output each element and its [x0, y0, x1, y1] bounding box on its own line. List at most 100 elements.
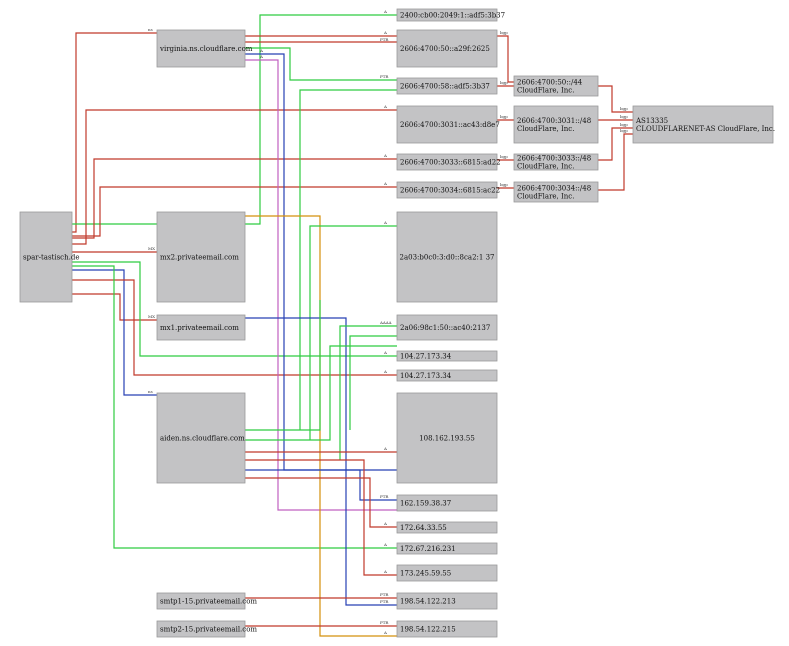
node-label: 108.162.193.55 — [419, 435, 475, 443]
edge-virginia-ipv6-2-a-label: A — [383, 30, 387, 35]
node-ipv4-1[interactable]: 104.27.173.34 — [396, 350, 498, 362]
node-spar[interactable]: spar-tastisch.de — [19, 211, 79, 303]
edge-pfx-3-as-label: bgp — [620, 122, 628, 127]
node-label: mx1.privateemail.com — [160, 324, 239, 332]
node-box — [396, 77, 498, 95]
edge-ipv6-2-pfx-1-label: bgp — [500, 30, 508, 35]
node-label: CLOUDFLARENET-AS CloudFlare, Inc. — [636, 125, 775, 133]
node-label: 2606:4700:3031::/48 — [517, 117, 591, 125]
edge-aiden-ipv4-5-label: A — [383, 521, 387, 526]
node-ipv6-5[interactable]: 2606:4700:3033::6815:ad22 — [396, 153, 501, 171]
edge-spar-ipv4-1 — [72, 261, 397, 357]
edge-virginia-ipv6-2b-label: A — [259, 48, 263, 53]
node-ipv4-8[interactable]: 198.54.122.213 — [396, 592, 498, 610]
edge-mx2-orange — [245, 215, 397, 637]
edge-spar-ipv4-6-label: A — [383, 542, 387, 547]
node-label: smtp1-15.privateemail.com — [160, 598, 257, 606]
node-box — [513, 181, 599, 203]
node-box — [632, 105, 774, 144]
node-ipv4-3[interactable]: 108.162.193.55 — [396, 392, 498, 484]
node-label: 2a06:98c1:50::ac40:2137 — [400, 324, 490, 332]
node-label: 2a03:b0c0:3:d0::8ca2:1 37 — [400, 254, 495, 262]
node-label: CloudFlare, Inc. — [517, 163, 574, 171]
node-ipv4-7[interactable]: 173.245.59.55 — [396, 564, 498, 582]
node-box — [156, 592, 246, 610]
edge-spar-mx1 — [72, 293, 157, 321]
node-ipv6-6[interactable]: 2606:4700:3034::6815:ac22 — [396, 181, 500, 199]
edge-spar-mx1-label: MX — [148, 314, 155, 319]
edge-ipv6-4-pfx-2-label: bgp — [500, 114, 508, 119]
node-label: 172.67.216.231 — [400, 545, 456, 553]
edge-spar-aiden-label: ns — [148, 389, 153, 394]
node-mx2[interactable]: mx2.privateemail.com — [156, 211, 246, 303]
edge-smtp1-ipv4-8-label: PTR — [380, 592, 389, 597]
edge-aiden-ipv4-4-label: PTR — [380, 494, 389, 499]
edge-pfx-1-as-label: bgp — [620, 106, 628, 111]
node-ipv4-2[interactable]: 104.27.173.34 — [396, 369, 498, 382]
node-label: 172.64.33.55 — [400, 524, 447, 532]
node-box — [156, 620, 246, 638]
node-ipv6-2[interactable]: 2606:4700:50::a29f:2625 — [396, 29, 498, 68]
edge-ipv6-2-pfx-1 — [497, 35, 514, 83]
node-mx1[interactable]: mx1.privateemail.com — [156, 314, 246, 341]
edge-ipv6-5-pfx-3-label: bgp — [500, 154, 508, 159]
node-label: 2606:4700:50::/44 — [517, 79, 583, 87]
node-label: 2606:4700:3031::ac43:d8e7 — [400, 121, 500, 129]
edge-pfx-1-as — [598, 85, 633, 113]
node-label: 2606:4700:3033::/48 — [517, 155, 591, 163]
node-box — [396, 564, 498, 582]
node-virginia[interactable]: virginia.ns.cloudflare.com — [156, 29, 253, 68]
nodes-layer: spar-tastisch.de virginia.ns.cloudflare.c… — [19, 8, 775, 638]
edge-spar-ipv6-4 — [72, 109, 397, 245]
node-label: CloudFlare, Inc. — [517, 193, 574, 201]
edge-mx2-green — [309, 225, 397, 440]
node-box — [156, 314, 246, 341]
node-box — [396, 105, 498, 144]
edge-mx2-orange-label: A — [383, 630, 387, 635]
edge-spar-ipv4-1-label: A — [383, 350, 387, 355]
node-box — [396, 181, 498, 199]
node-smtp1[interactable]: smtp1-15.privateemail.com — [156, 592, 257, 610]
node-ipv6-4[interactable]: 2606:4700:3031::ac43:d8e7 — [396, 105, 500, 144]
node-box — [396, 620, 498, 638]
node-ipv4-4[interactable]: 162.159.38.37 — [396, 494, 498, 512]
edge-aiden-green2 — [245, 300, 321, 431]
edge-spar-ipv6-5 — [72, 158, 397, 239]
node-box — [156, 392, 246, 484]
node-box — [396, 542, 498, 555]
node-box — [156, 211, 246, 303]
edge-mx1-ipv6-8 — [339, 325, 397, 460]
edge-ipv6-3-pfx-1-label: bgp — [500, 80, 508, 85]
edge-spar-ipv6-4-label: A — [383, 104, 387, 109]
edge-spar-ipv6-1-label: A — [383, 9, 387, 14]
node-box — [396, 494, 498, 512]
node-box — [396, 29, 498, 68]
edge-aiden-ipv4-5 — [245, 477, 397, 528]
node-box — [156, 29, 246, 68]
node-ipv4-6[interactable]: 172.67.216.231 — [396, 542, 498, 555]
node-aiden[interactable]: aiden.ns.cloudflare.com — [156, 392, 246, 484]
node-ipv6-8[interactable]: 2a06:98c1:50::ac40:2137 — [396, 314, 498, 341]
node-ipv4-5[interactable]: 172.64.33.55 — [396, 521, 498, 534]
node-box — [396, 521, 498, 534]
node-label: 104.27.173.34 — [400, 353, 452, 361]
edge-mx2-green-label: A — [383, 220, 387, 225]
node-ipv4-9[interactable]: 198.54.122.215 — [396, 620, 498, 638]
node-label: 2606:4700:3034::/48 — [517, 185, 591, 193]
edge-pfx-4-as — [598, 133, 633, 191]
edge-aiden-green-up — [245, 345, 397, 441]
edge-spar-ipv6-6-label: A — [383, 181, 387, 186]
edge-ipv6-3-green — [299, 89, 397, 430]
node-smtp2[interactable]: smtp2-15.privateemail.com — [156, 620, 257, 638]
node-ipv6-3[interactable]: 2606:4700:58::adf5:3b37 — [396, 77, 498, 95]
node-ipv6-7[interactable]: 2a03:b0c0:3:d0::8ca2:1 37 — [396, 211, 498, 303]
edge-pfx-2-as-label: bgp — [620, 114, 628, 119]
node-ipv6-1[interactable]: 2400:cb00:2049:1::adf5:3b37 — [396, 8, 505, 22]
node-box — [396, 392, 498, 484]
